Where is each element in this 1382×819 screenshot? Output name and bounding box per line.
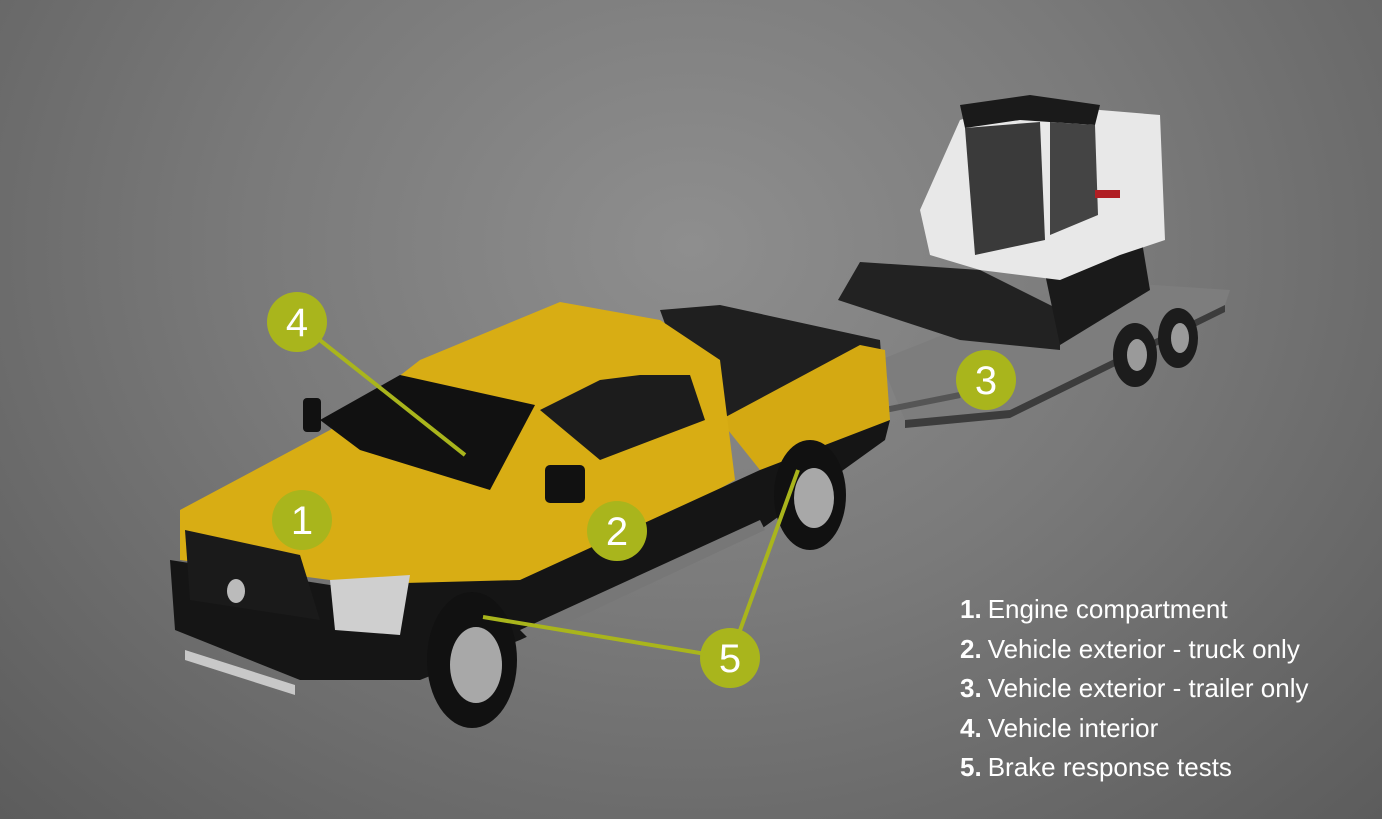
legend-label: Brake response tests [987,752,1232,782]
legend-number: 3. [960,673,982,703]
marker-5-number: 5 [719,637,741,681]
legend-number: 4. [960,712,982,743]
legend-item-2: 2.Vehicle exterior - truck only [960,630,1309,670]
legend-number: 2. [960,633,982,664]
marker-1-number: 1 [291,499,313,543]
legend-label: Vehicle exterior - trailer only [987,673,1309,703]
legend-item-3: 3.Vehicle exterior - trailer only [960,669,1309,709]
legend-item-1: 1.Engine compartment [960,590,1309,630]
marker-1: 1 [272,490,332,550]
legend-number: 1. [960,594,982,624]
marker-4-number: 4 [286,301,308,345]
legend-label: Vehicle exterior - truck only [987,633,1300,664]
legend-number: 5. [960,752,982,782]
leader-line-5b [728,469,800,659]
marker-5: 5 [700,628,760,688]
leader-line-4 [295,320,467,457]
marker-3-number: 3 [975,359,997,403]
legend-label: Engine compartment [987,594,1228,624]
marker-3: 3 [956,350,1016,410]
leader-line-5a [482,615,731,660]
marker-2-number: 2 [606,510,628,554]
leader-lines [295,320,800,660]
marker-2: 2 [587,501,647,561]
legend-label: Vehicle interior [987,712,1159,743]
legend-item-4: 4.Vehicle interior [960,709,1309,749]
marker-4: 4 [267,292,327,352]
skid-steer-loader [838,95,1165,350]
legend-item-5: 5.Brake response tests [960,748,1309,788]
legend: 1.Engine compartment 2.Vehicle exterior … [960,590,1309,788]
